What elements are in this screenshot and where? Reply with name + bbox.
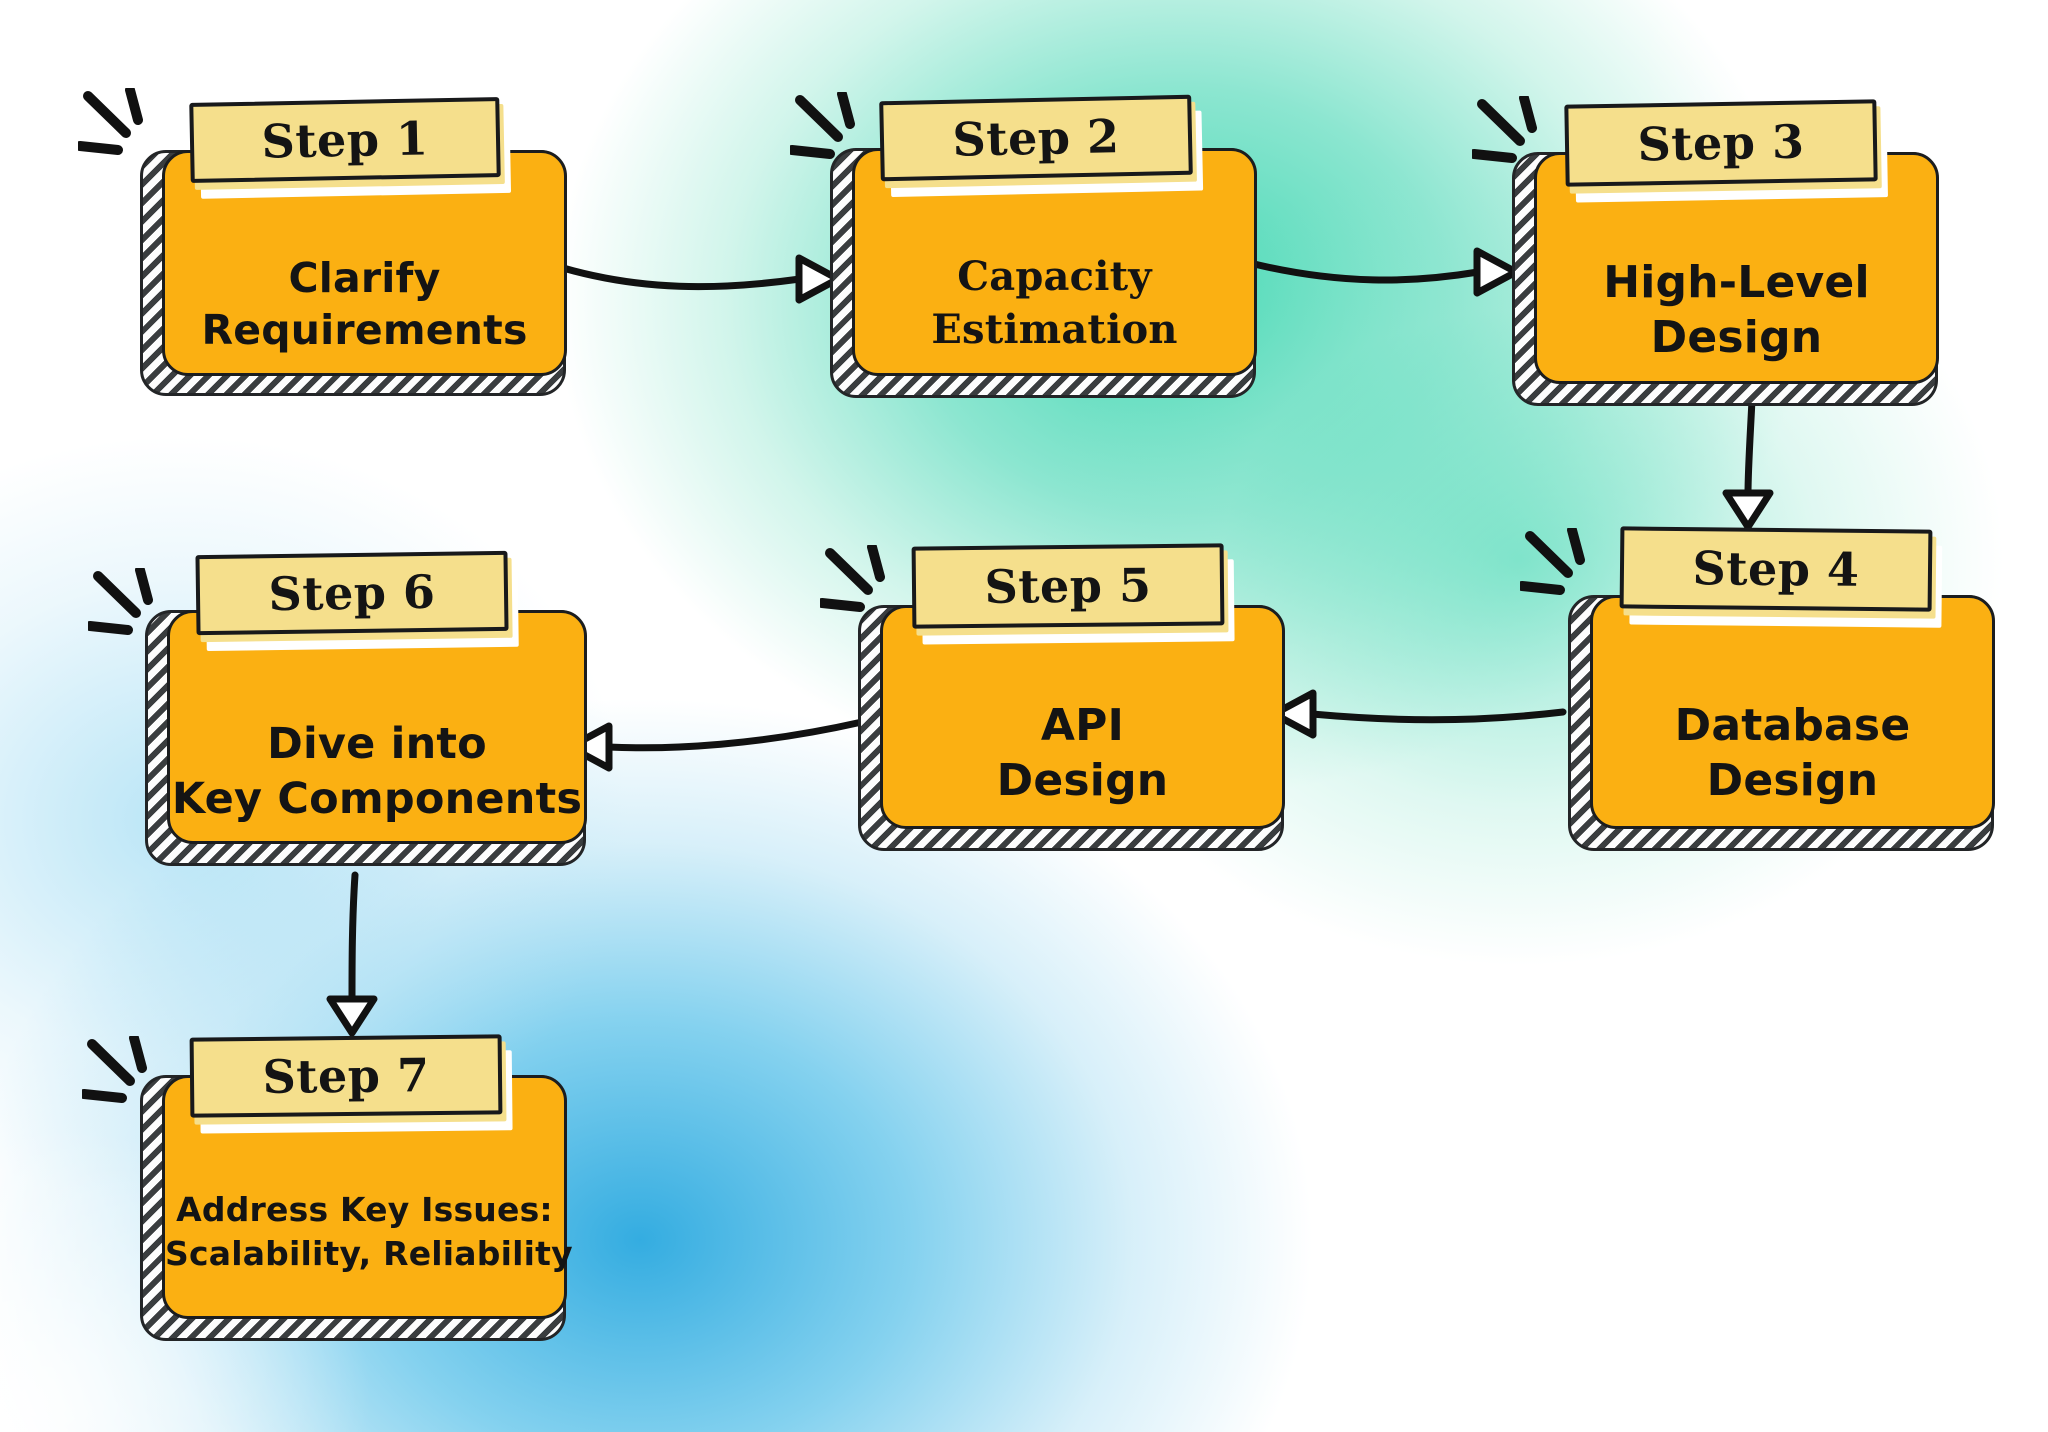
edge-step1-to-step2 xyxy=(549,254,842,304)
banner-step1-front[interactable]: Step 1 xyxy=(189,97,501,183)
banner-step3-label: Step 3 xyxy=(1637,114,1805,172)
node-step2-line-2: Estimation xyxy=(931,306,1178,354)
node-step6-line-1: Dive into xyxy=(267,719,487,770)
banner-step5[interactable]: Step 5 xyxy=(911,543,1235,645)
banner-step7-label: Step 7 xyxy=(262,1048,430,1104)
node-step7-line-2: Scalability, Reliability xyxy=(165,1233,573,1273)
banner-step5-label: Step 5 xyxy=(984,558,1152,614)
banner-step6[interactable]: Step 6 xyxy=(195,550,519,652)
edge-step3-to-step4 xyxy=(1722,396,1774,531)
banner-step5-front[interactable]: Step 5 xyxy=(911,543,1225,629)
edge-step5-to-step6 xyxy=(566,718,866,772)
node-step4-body[interactable]: Database Design xyxy=(1590,595,1995,829)
banner-step6-label: Step 6 xyxy=(268,564,436,622)
banner-step3[interactable]: Step 3 xyxy=(1564,99,1888,203)
banner-step4-front[interactable]: Step 4 xyxy=(1619,526,1933,612)
node-step6-line-2: Key Components xyxy=(171,773,583,824)
banner-step7-front[interactable]: Step 7 xyxy=(189,1034,503,1118)
node-step5-line-2: Design xyxy=(996,755,1169,807)
banner-step2-front[interactable]: Step 2 xyxy=(879,94,1193,182)
node-step5-line-1: API xyxy=(1040,699,1125,751)
banner-step1-label: Step 1 xyxy=(261,111,429,169)
banner-step2-label: Step 2 xyxy=(951,109,1121,167)
edge-step4-to-step5 xyxy=(1270,689,1567,739)
banner-step4-label: Step 4 xyxy=(1692,541,1860,597)
node-step3-line-2: Design xyxy=(1650,312,1823,364)
node-step2-line-1: Capacity xyxy=(957,253,1152,301)
node-step4-line-2: Design xyxy=(1706,755,1879,807)
node-step7-line-1: Address Key Issues: xyxy=(176,1189,553,1229)
node-step4-line-1: Database xyxy=(1674,699,1911,751)
node-step1-line-2: Requirements xyxy=(201,305,528,354)
banner-step4[interactable]: Step 4 xyxy=(1619,526,1943,628)
banner-step7[interactable]: Step 7 xyxy=(189,1034,513,1134)
banner-step1[interactable]: Step 1 xyxy=(189,97,512,199)
node-step4[interactable]: Database Design xyxy=(1568,595,1995,851)
banner-step3-front[interactable]: Step 3 xyxy=(1564,99,1878,187)
node-step1-line-1: Clarify xyxy=(288,253,441,302)
banner-step6-front[interactable]: Step 6 xyxy=(195,550,509,636)
edge-step2-to-step3 xyxy=(1246,247,1520,297)
edge-step6-to-step7 xyxy=(326,871,378,1037)
banner-step2[interactable]: Step 2 xyxy=(879,94,1204,198)
node-step3-line-1: High-Level xyxy=(1603,256,1870,308)
